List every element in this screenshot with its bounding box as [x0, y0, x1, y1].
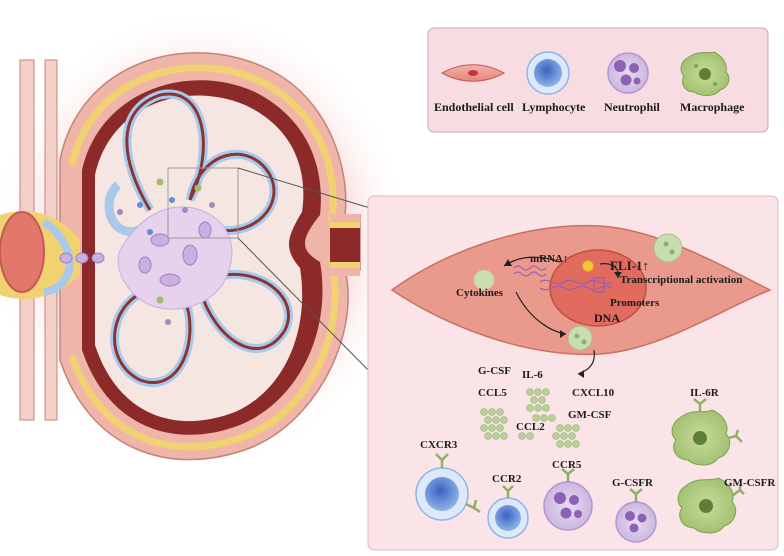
label-cytokines: Cytokines	[456, 287, 504, 299]
neutrophil-icon	[607, 52, 649, 94]
label-mrna: mRNA↑	[530, 253, 569, 265]
afferent-arteriole	[0, 59, 105, 421]
receptor-cxcr3: CXCR3	[420, 439, 458, 451]
legend-label-lymphocyte: Lymphocyte	[522, 100, 586, 114]
basement-membrane	[68, 64, 361, 451]
macrophage-il6r	[671, 398, 743, 466]
cytokine-vesicles	[474, 233, 683, 351]
cytokine-particles	[480, 388, 580, 448]
lymphocyte-cxcr3	[415, 453, 481, 521]
legend: Endothelial cell Lymphocyte Neutrophil M…	[427, 27, 769, 133]
cytokine-gmcsf: GM-CSF	[568, 409, 612, 421]
nucleus	[549, 249, 647, 327]
zoom-line-bottom	[237, 237, 371, 373]
infiltrating-cells	[117, 178, 215, 325]
arrow-heads	[504, 259, 622, 378]
zoom-box	[167, 167, 239, 239]
label-transcriptional-activation: Transcriptional activation	[620, 274, 742, 286]
receptor-il6r: IL-6R	[690, 387, 720, 399]
legend-label-endothelial: Endothelial cell	[434, 100, 514, 114]
cytokine-ccl5: CCL5	[478, 387, 507, 399]
mesangial-cells	[138, 221, 212, 287]
neutrophil-ccr5	[543, 468, 593, 531]
capillary-lumen	[113, 92, 290, 384]
proximal-tubule	[330, 214, 360, 276]
promoter-box	[593, 277, 605, 293]
legend-box	[427, 27, 769, 133]
label-promoters: Promoters	[610, 297, 660, 309]
zoom-line-top	[237, 167, 371, 209]
macrophage-icon	[680, 51, 730, 96]
label-fli1: FLI-1↑	[610, 258, 649, 273]
label-dna: DNA	[594, 311, 620, 325]
cytokine-il6: IL-6	[522, 369, 543, 381]
nucleolus	[582, 260, 594, 272]
receptor-ccr5: CCR5	[552, 459, 582, 471]
mechanism-panel: mRNA↑ FLI-1↑ Transcriptional activation …	[367, 195, 779, 551]
neutrophil-gcsfr	[615, 488, 657, 543]
glomerulus	[0, 10, 410, 470]
receptor-gmcsfr: GM-CSFR	[724, 477, 776, 489]
receptor-gcsfr: G-CSFR	[612, 477, 654, 489]
receptor-ccr2: CCR2	[492, 473, 522, 485]
cytokine-cxcl10: CXCL10	[572, 387, 615, 399]
cytokine-gcsf: G-CSF	[478, 365, 511, 377]
lymphocyte-ccr2	[487, 485, 529, 539]
mrna-waves	[513, 265, 547, 277]
macrophage-gmcsfr	[677, 477, 745, 534]
cytokine-ccl2: CCL2	[516, 421, 545, 433]
endothelial-cell-icon	[440, 64, 506, 82]
legend-label-neutrophil: Neutrophil	[604, 100, 660, 114]
lymphocyte-icon	[526, 51, 570, 95]
dna-strand	[539, 279, 613, 291]
legend-label-macrophage: Macrophage	[680, 100, 745, 114]
